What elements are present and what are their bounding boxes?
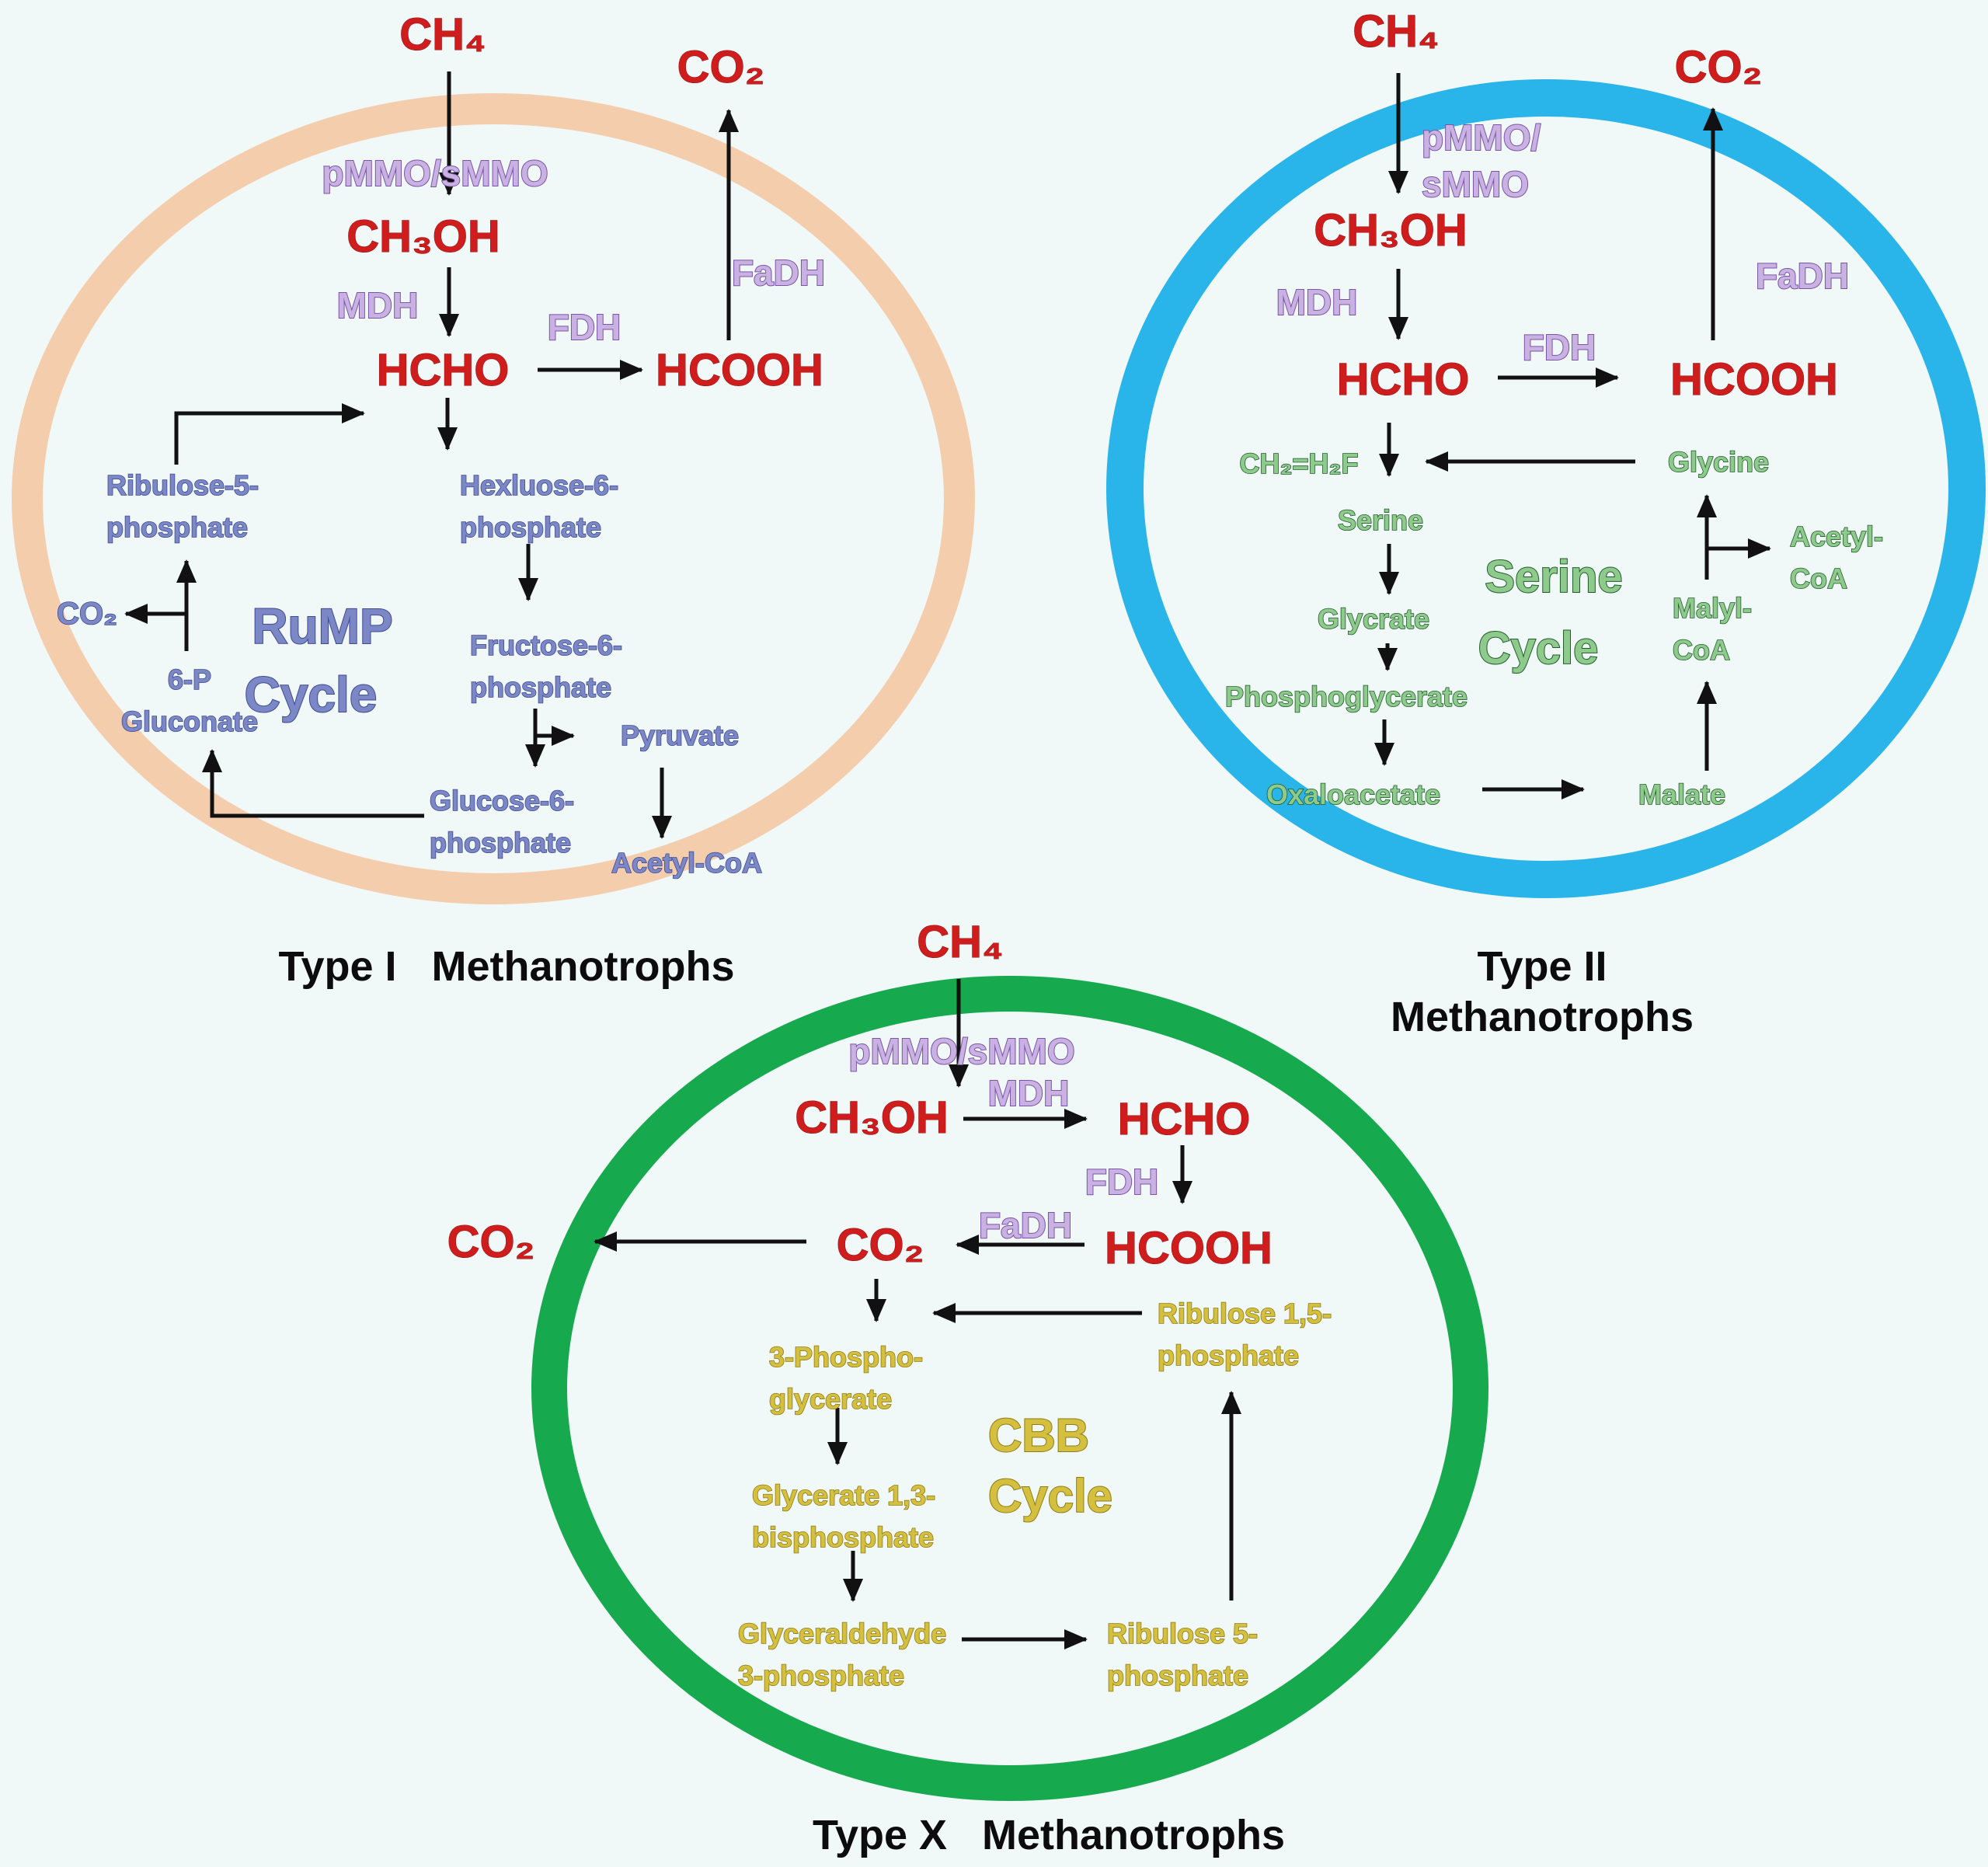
t3-co2-inner: CO₂	[836, 1220, 924, 1271]
t3-glyceraldehyde-3-phosphate: Glyceraldehyde 3-phosphate	[737, 1617, 947, 1692]
t1-cycle-name-rump: RuMP	[251, 597, 393, 655]
t3-hcho: HCHO	[1117, 1094, 1251, 1145]
t1-glucose-6-phosphate: Glucose-6- phosphate	[429, 784, 575, 859]
arrow-t1-ribulose-recycle	[174, 403, 365, 465]
t2-cycle-name-cycle: Cycle	[1478, 622, 1600, 674]
t2-ch4: CH₄	[1353, 6, 1440, 57]
t3-ch4: CH₄	[917, 917, 1004, 968]
t2-malyl-coa: Malyl- CoA	[1672, 591, 1753, 667]
t3-enzyme-fdh: FDH	[1085, 1161, 1160, 1203]
t2-enzyme-mdh: MDH	[1276, 281, 1359, 323]
t1-co2-small: CO₂	[56, 596, 117, 632]
t3-ch3oh: CH₃OH	[795, 1092, 949, 1144]
t1-hcho: HCHO	[376, 345, 510, 396]
t3-cycle-name-cbb: CBB	[987, 1409, 1090, 1462]
t1-co2-top: CO₂	[677, 42, 765, 93]
t2-co2: CO₂	[1674, 42, 1763, 93]
t3-enzyme-pmmo-smmo: pMMO/sMMO	[848, 1030, 1075, 1072]
t1-enzyme-pmmo-smmo: pMMO/sMMO	[321, 152, 548, 194]
title-type1-methanotrophs: Type I Methanotrophs	[278, 943, 735, 990]
t2-ch2-h2f: CH₂=H₂F	[1239, 447, 1360, 480]
t3-enzyme-mdh: MDH	[987, 1072, 1071, 1114]
arrow-t1-glucose-to-gluconate	[202, 749, 424, 818]
t3-hcooh: HCOOH	[1105, 1223, 1273, 1274]
t1-pyruvate: Pyruvate	[620, 719, 740, 752]
t3-ribulose-15-phosphate: Ribulose 1,5- phosphate	[1157, 1297, 1332, 1372]
t2-enzyme-fdh: FDH	[1522, 326, 1597, 368]
t2-glycrate: Glycrate	[1317, 602, 1430, 636]
t1-ch3oh: CH₃OH	[346, 211, 501, 263]
t2-oxaloacetate: Oxaloacetate	[1266, 778, 1441, 811]
t2-cycle-name-serine: Serine	[1484, 551, 1623, 603]
t3-glycerate-13-bisphosphate: Glycerate 1,3- bisphosphate	[751, 1479, 936, 1554]
t2-enzyme-pmmo-smmo: pMMO/ sMMO	[1421, 117, 1541, 205]
title-type3-methanotrophs: Type X Methanotrophs	[812, 1812, 1286, 1858]
t1-acetyl-coa: Acetyl-CoA	[611, 846, 763, 880]
t2-ch3oh: CH₃OH	[1314, 205, 1468, 256]
t3-cycle-name-cycle: Cycle	[987, 1469, 1113, 1523]
t1-hcooh: HCOOH	[656, 345, 824, 396]
t2-malate: Malate	[1638, 778, 1726, 811]
t1-enzyme-fadh: FaDH	[731, 252, 826, 294]
t1-cycle-name-cycle: Cycle	[244, 666, 378, 723]
t1-ch4: CH₄	[399, 9, 486, 61]
t3-co2-outer: CO₂	[447, 1217, 535, 1268]
t1-6p-gluconate: 6-P Gluconate	[120, 663, 259, 738]
t2-acetyl-coa: Acetyl- CoA	[1789, 520, 1884, 595]
t1-ribulose-5-phosphate: Ribulose-5- phosphate	[106, 468, 259, 544]
t1-enzyme-mdh: MDH	[336, 284, 420, 326]
t1-fructose-6-phosphate: Fructose-6- phosphate	[469, 629, 623, 704]
t3-ribulose-5-phosphate: Ribulose 5- phosphate	[1106, 1617, 1259, 1692]
t2-hcho: HCHO	[1336, 354, 1470, 406]
t3-enzyme-fadh: FaDH	[978, 1204, 1073, 1246]
t2-phosphoglycerate: Phosphoglycerate	[1224, 680, 1468, 713]
t2-glycine: Glycine	[1667, 445, 1770, 479]
t1-hexulose-6-phosphate: Hexluose-6- phosphate	[459, 468, 619, 544]
t1-enzyme-fdh: FDH	[547, 306, 622, 348]
t3-3-phosphoglycerate: 3-Phospho- glycerate	[768, 1340, 924, 1416]
t2-serine: Serine	[1337, 503, 1424, 537]
title-type2-methanotrophs: Type II Methanotrophs	[1391, 943, 1694, 1040]
t2-hcooh: HCOOH	[1670, 354, 1839, 406]
t2-enzyme-fadh: FaDH	[1755, 255, 1850, 297]
